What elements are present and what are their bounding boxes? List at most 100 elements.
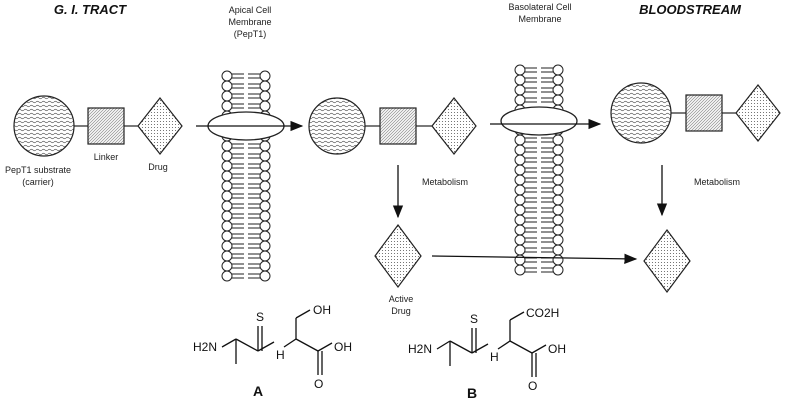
carrier-circle bbox=[13, 95, 75, 157]
bond bbox=[531, 344, 547, 354]
basolateral-membrane-label-1: Basolateral Cell bbox=[508, 2, 571, 12]
bond bbox=[283, 338, 297, 348]
bond bbox=[509, 340, 533, 354]
bond bbox=[449, 340, 473, 354]
lipid-head bbox=[259, 240, 271, 252]
carbonyl-label: O bbox=[528, 379, 537, 393]
lipid-head bbox=[552, 74, 564, 86]
lipid-head bbox=[552, 204, 564, 216]
lipid-head bbox=[552, 164, 564, 176]
lipid-head bbox=[259, 250, 271, 262]
bond bbox=[471, 343, 489, 354]
drug-diamond bbox=[431, 97, 477, 155]
lipid-head bbox=[552, 174, 564, 186]
nh-label: H bbox=[276, 348, 285, 362]
structure-b-caption: B bbox=[467, 385, 477, 401]
lipid-head bbox=[259, 70, 271, 82]
lipid-head bbox=[514, 84, 526, 96]
lipid-head bbox=[221, 240, 233, 252]
bond bbox=[497, 340, 511, 350]
lipid-head bbox=[221, 150, 233, 162]
lipid-head bbox=[514, 254, 526, 266]
lipid-head bbox=[514, 204, 526, 216]
structure-a: H2N S H OH O OH A bbox=[193, 303, 352, 399]
lipid-head bbox=[221, 80, 233, 92]
active-drug-diamond bbox=[374, 223, 422, 289]
lipid-head bbox=[221, 260, 233, 272]
lipid-head bbox=[514, 74, 526, 86]
lipid-head bbox=[514, 244, 526, 256]
carrier-circle bbox=[610, 82, 672, 144]
gi-tract-header: G. I. TRACT bbox=[54, 2, 127, 17]
lipid-head bbox=[514, 174, 526, 186]
lipid-head bbox=[221, 210, 233, 222]
co2h-label: CO2H bbox=[526, 306, 559, 320]
lipid-head bbox=[552, 144, 564, 156]
amine-label: H2N bbox=[408, 342, 432, 356]
lipid-head bbox=[221, 230, 233, 242]
apical-membrane-label-3: (PepT1) bbox=[234, 29, 267, 39]
lipid-head bbox=[221, 270, 233, 282]
active-drug-label-2: Drug bbox=[391, 306, 411, 316]
nh-label: H bbox=[490, 350, 499, 364]
lipid-head bbox=[552, 224, 564, 236]
lipid-head bbox=[552, 184, 564, 196]
apical-membrane bbox=[221, 70, 271, 282]
lipid-head bbox=[514, 94, 526, 106]
lipid-head bbox=[221, 70, 233, 82]
lipid-head bbox=[552, 94, 564, 106]
lipid-head bbox=[259, 90, 271, 102]
carrier-label-2: (carrier) bbox=[22, 177, 54, 187]
metabolism-label-right: Metabolism bbox=[694, 177, 740, 187]
bond bbox=[257, 341, 275, 352]
acid-label: OH bbox=[334, 340, 352, 354]
lipid-head bbox=[514, 184, 526, 196]
linker-square bbox=[87, 107, 125, 145]
structure-a-caption: A bbox=[253, 383, 263, 399]
lipid-head bbox=[259, 100, 271, 112]
lipid-head bbox=[514, 164, 526, 176]
lipid-head bbox=[514, 264, 526, 276]
lipid-head bbox=[221, 250, 233, 262]
carbonyl-label: O bbox=[314, 377, 323, 391]
lipid-head bbox=[259, 220, 271, 232]
lipid-head bbox=[552, 64, 564, 76]
lipid-head bbox=[221, 100, 233, 112]
lipid-head bbox=[259, 160, 271, 172]
lipid-head bbox=[221, 220, 233, 232]
lipid-head bbox=[552, 214, 564, 226]
lipid-head bbox=[552, 254, 564, 266]
lipid-head bbox=[552, 194, 564, 206]
lipid-head bbox=[552, 154, 564, 166]
lipid-head bbox=[514, 234, 526, 246]
bond bbox=[436, 340, 451, 350]
bond bbox=[221, 338, 237, 348]
carrier-label-1: PepT1 substrate bbox=[5, 165, 71, 175]
lipid-head bbox=[259, 270, 271, 282]
drug-diamond bbox=[735, 84, 781, 142]
carrier-circle bbox=[308, 97, 366, 155]
lipid-head bbox=[259, 210, 271, 222]
prodrug-cell bbox=[308, 97, 477, 155]
basolateral-membrane bbox=[514, 64, 564, 276]
active-drug-label-1: Active bbox=[389, 294, 414, 304]
lipid-head bbox=[552, 234, 564, 246]
bond bbox=[235, 338, 259, 352]
prodrug-blood bbox=[610, 82, 781, 144]
lipid-head bbox=[552, 84, 564, 96]
bond bbox=[509, 311, 525, 321]
apical-membrane-label-1: Apical Cell bbox=[229, 5, 272, 15]
lipid-head bbox=[259, 80, 271, 92]
lipid-head bbox=[514, 194, 526, 206]
structure-b: H2N S H CO2H O OH B bbox=[408, 306, 566, 401]
active-drug-diamond-blood bbox=[643, 228, 691, 294]
lipid-head bbox=[552, 264, 564, 276]
linker-label: Linker bbox=[94, 152, 119, 162]
bond bbox=[317, 342, 333, 352]
drug-label: Drug bbox=[148, 162, 168, 172]
lipid-head bbox=[259, 200, 271, 212]
lipid-head bbox=[552, 134, 564, 146]
lipid-head bbox=[221, 180, 233, 192]
linker-square bbox=[685, 94, 723, 132]
